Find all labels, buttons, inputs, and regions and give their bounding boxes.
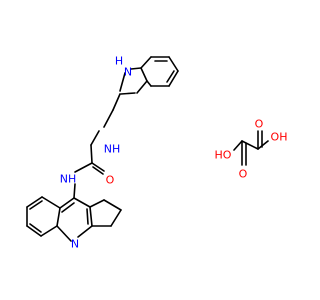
bond (136, 80, 148, 94)
atom-labels: H N NH O NH N HO OH O O (60, 55, 288, 251)
bond (233, 140, 243, 151)
structure-svg: H N NH O NH N HO OH O O (26, 55, 288, 251)
bond (166, 70, 175, 83)
bond (74, 162, 93, 173)
bond (140, 56, 152, 69)
bond (103, 109, 114, 128)
bond (56, 207, 61, 227)
bond (146, 80, 152, 87)
indole-nh-n-label: N (124, 66, 132, 79)
bond (110, 209, 122, 227)
bond (73, 183, 76, 199)
amide-group (73, 162, 105, 199)
molecule-diagram: H N NH O NH N HO OH O O (26, 55, 288, 251)
bond (29, 223, 42, 233)
oxalic-ho-label: HO (215, 149, 232, 162)
bond (257, 140, 269, 150)
bond (89, 199, 105, 208)
bond (73, 197, 91, 208)
bond (40, 225, 58, 237)
bond (26, 225, 42, 237)
bond (92, 166, 104, 175)
bond (29, 200, 43, 210)
amide-nh-label: NH (60, 173, 77, 186)
amine-nh-label: NH (104, 143, 121, 156)
bond (89, 206, 93, 227)
bond (119, 72, 126, 92)
bond (90, 130, 100, 146)
bond (140, 67, 148, 82)
bond (103, 199, 122, 211)
bond (86, 208, 89, 225)
amide-oxygen-label: O (106, 174, 115, 187)
indole-nh-h-label: H (115, 55, 123, 68)
bond (168, 56, 179, 72)
bond (26, 196, 43, 208)
oxalic-acid (233, 130, 269, 166)
ethyl-chain (90, 93, 121, 164)
quinoline-ring (26, 196, 122, 242)
bond (59, 197, 75, 209)
indole-ring (119, 56, 179, 95)
bond (130, 67, 142, 70)
bond (120, 92, 136, 95)
bond (41, 196, 61, 209)
oxalic-oh-label: OH (271, 131, 288, 144)
bond (77, 225, 93, 238)
bond (168, 70, 179, 87)
oxalic-bottom-oxygen-label: O (239, 168, 248, 181)
bond (90, 144, 93, 164)
bond (241, 140, 259, 150)
bond (112, 93, 121, 111)
bond (91, 162, 105, 172)
oxalic-top-oxygen-label: O (255, 118, 264, 131)
quinoline-nitrogen-label: N (71, 238, 79, 251)
bond (56, 225, 72, 242)
bond (61, 202, 75, 213)
